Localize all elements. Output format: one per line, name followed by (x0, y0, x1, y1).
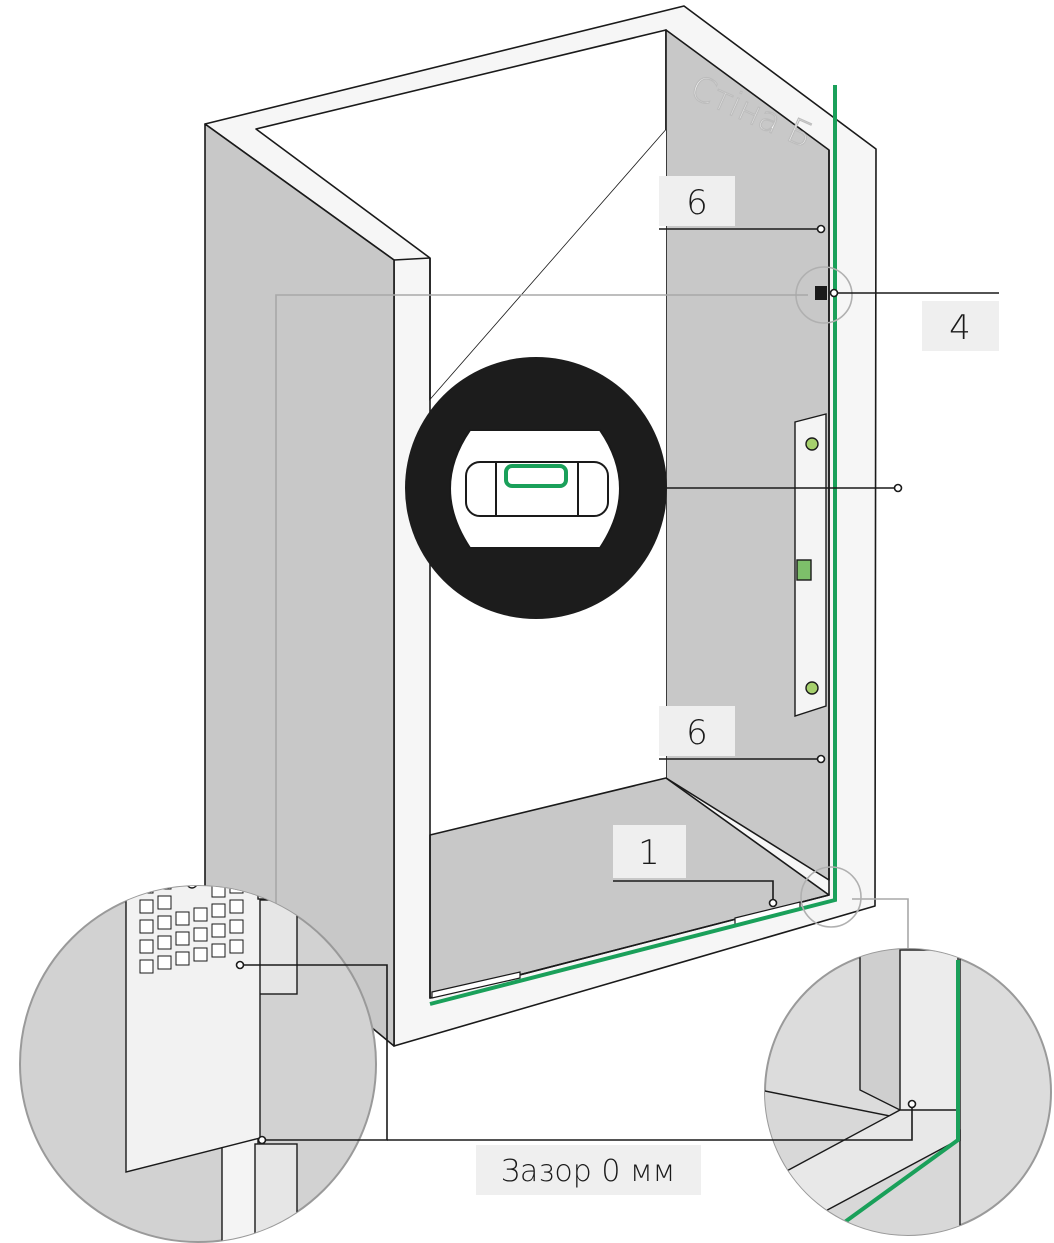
front-frame-outer (393, 257, 431, 261)
callout-6-bottom: 6 (659, 706, 826, 764)
callout-6-top-box (659, 176, 735, 226)
callout-1-dot (768, 898, 778, 908)
callout-6-bottom-text: 6 (686, 713, 708, 753)
cabinet-left-side (204, 123, 395, 1047)
gap-dot-bottom (257, 1135, 267, 1145)
alignment-line (429, 85, 837, 1006)
callout-4-text: 4 (949, 308, 971, 348)
spirit-level-vial (796, 559, 812, 581)
gap-bracket-right (387, 1108, 913, 1141)
callout-4-dot (829, 288, 839, 298)
right-detail-green-line (818, 960, 960, 1235)
gap-label-text: Зазор 0 мм (501, 1154, 676, 1189)
callout-1-leader (613, 880, 774, 903)
gap-bracket-left (244, 964, 388, 1141)
left-detail-connector (275, 294, 808, 1005)
callout-4-box (922, 301, 999, 351)
spirit-level (794, 413, 827, 717)
level-bubble-leader-dot (893, 483, 903, 493)
clip-hole (184, 886, 200, 889)
level-bubble-magnifier (405, 357, 903, 619)
callout-4: 4 (795, 266, 999, 351)
callout-6-top: 6 (659, 176, 826, 234)
callout-4-bracket (815, 286, 827, 300)
callout-1-text: 1 (638, 833, 660, 873)
gap-label-box (476, 1145, 701, 1195)
callout-1: 1 (613, 825, 778, 908)
callout-6-bottom-box (659, 706, 735, 756)
callout-1-box (613, 825, 686, 878)
right-detail-connector (852, 898, 909, 950)
level-bubble-tube (465, 461, 609, 517)
left-detail-post (254, 1143, 298, 1242)
callout-6-top-dot (816, 224, 826, 234)
callout-6-top-text: 6 (686, 183, 708, 223)
screw-icon (805, 681, 819, 695)
front-frame-inner (429, 150, 830, 999)
level-bubble-icon (504, 464, 568, 488)
right-detail-frame (899, 949, 959, 1121)
gap-dot-top (235, 960, 245, 970)
right-gap-dot (907, 1099, 917, 1109)
floor-clip (431, 971, 521, 999)
screw-icon (805, 437, 819, 451)
left-detail-circle (19, 885, 388, 1243)
left-detail-post (254, 899, 298, 995)
corner-ring (800, 866, 862, 928)
gap-label: Зазор 0 мм (476, 1145, 701, 1195)
callout-6-bottom-dot (816, 754, 826, 764)
